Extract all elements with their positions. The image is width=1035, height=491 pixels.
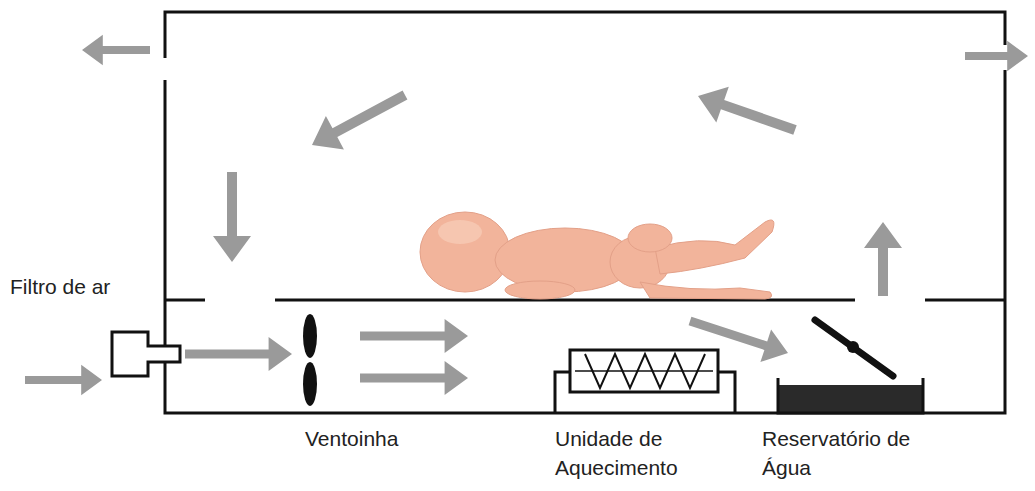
airflow-arrow — [689, 317, 788, 362]
airflow-arrow — [82, 35, 150, 65]
airflow-arrow — [864, 222, 902, 296]
airflow-arrows — [25, 35, 1028, 395]
heater-label: Unidade de Aquecimento — [555, 424, 695, 482]
air-filter-label: Filtro de ar — [10, 272, 120, 301]
water-reservoir — [778, 378, 923, 413]
airflow-arrow — [698, 87, 797, 135]
fan — [303, 314, 317, 406]
humidity-flap — [815, 320, 893, 376]
air-filter — [112, 332, 180, 376]
airflow-arrow — [185, 337, 292, 371]
fan-label: Ventoinha — [305, 424, 465, 453]
incubator-housing — [165, 12, 1005, 413]
baby-figure — [420, 212, 774, 299]
airflow-arrow — [965, 41, 1028, 71]
heating-unit — [555, 350, 735, 413]
reservoir-label: Reservatório de Água — [762, 424, 912, 482]
airflow-arrow — [312, 91, 407, 150]
airflow-arrow — [25, 365, 102, 395]
airflow-arrow — [213, 172, 251, 262]
airflow-arrow — [360, 361, 468, 395]
airflow-arrow — [360, 319, 468, 353]
